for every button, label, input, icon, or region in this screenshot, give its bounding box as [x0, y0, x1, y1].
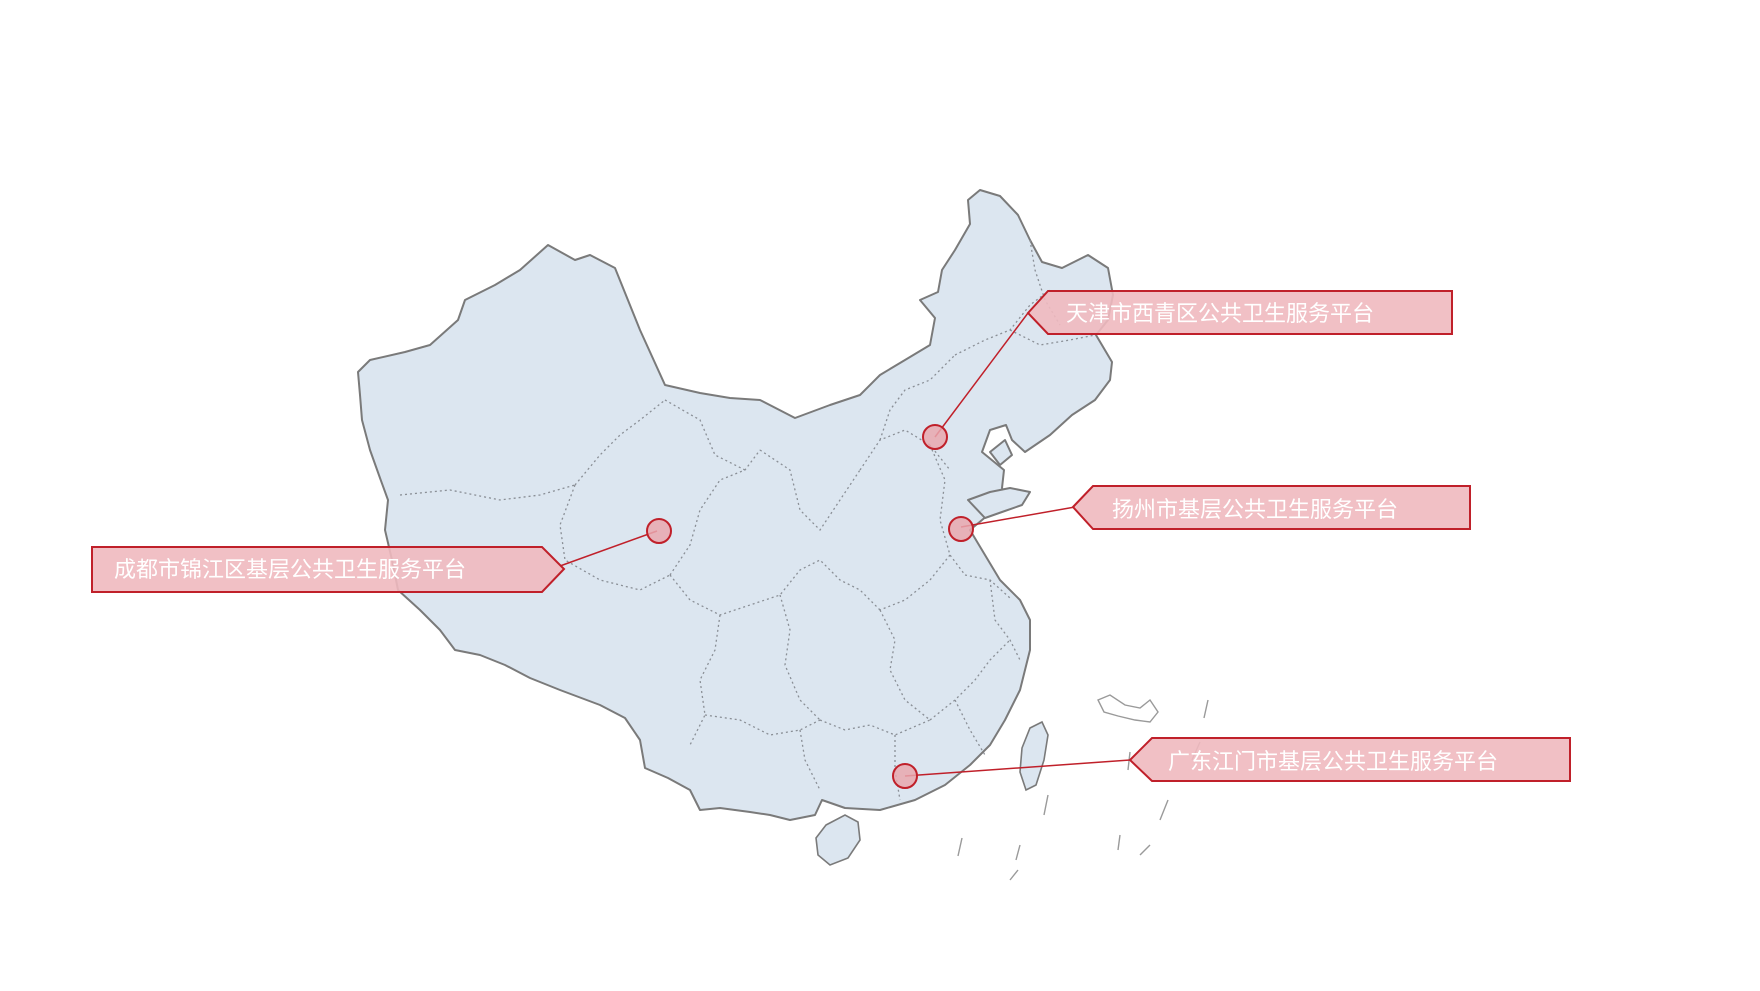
tianjin-label-tag[interactable]: 天津市西青区公共卫生服务平台	[1026, 290, 1453, 335]
liaodong-peninsula-shape	[989, 439, 1013, 466]
chengdu-leader-line	[559, 530, 658, 567]
sea-boundary-dash-3	[1127, 751, 1131, 771]
province-boundary	[799, 729, 821, 791]
mainland-china-shape	[357, 189, 1114, 821]
province-boundary	[1009, 329, 1096, 346]
province-boundary	[954, 699, 986, 756]
province-boundary	[664, 399, 746, 471]
yangzhou-label-tag[interactable]: 扬州市基层公共卫生服务平台	[1071, 485, 1471, 530]
tianjin-marker[interactable]	[922, 424, 948, 450]
province-boundary	[989, 579, 1021, 661]
province-boundary	[879, 354, 956, 441]
province-boundary	[669, 449, 761, 576]
sea-boundary-dash-10	[1009, 869, 1019, 881]
yangzhou-leader-line	[960, 506, 1076, 528]
province-boundary	[399, 484, 576, 501]
yangzhou-label: 扬州市基层公共卫生服务平台	[1112, 498, 1398, 523]
jiangmen-marker[interactable]	[892, 763, 918, 789]
province-boundary	[929, 639, 1011, 721]
jiangmen-label-tag[interactable]: 广东江门市基层公共卫生服务平台	[1128, 737, 1571, 782]
shandong-peninsula-shape	[967, 487, 1031, 519]
chengdu-marker[interactable]	[646, 518, 672, 544]
province-boundary	[779, 594, 821, 721]
yangzhou-marker[interactable]	[948, 516, 974, 542]
jiangmen-label: 广东江门市基层公共卫生服务平台	[1168, 750, 1498, 775]
province-boundary	[559, 484, 671, 591]
sea-boundary-dash-7	[1203, 699, 1209, 719]
hainan-island-shape	[815, 814, 861, 866]
province-boundary	[704, 714, 821, 736]
chengdu-label: 成都市锦江区基层公共卫生服务平台	[114, 558, 466, 583]
province-boundary	[879, 554, 951, 611]
sea-boundary-dash-1	[1043, 794, 1049, 816]
sea-boundary-dash-4	[1159, 799, 1169, 821]
sea-boundary-dash-2	[1015, 844, 1021, 861]
province-boundary	[929, 444, 966, 576]
province-boundary	[689, 614, 721, 746]
province-boundary	[779, 559, 881, 611]
jiangmen-leader-line	[904, 759, 1131, 777]
tianjin-leader-line	[934, 312, 1029, 438]
sea-boundary-dash-6	[1117, 834, 1121, 851]
sea-boundary-dash-5	[1139, 844, 1151, 856]
chengdu-label-tag[interactable]: 成都市锦江区基层公共卫生服务平台	[91, 546, 566, 593]
tianjin-label: 天津市西青区公共卫生服务平台	[1066, 302, 1374, 327]
province-boundary	[759, 449, 861, 532]
province-boundary	[574, 399, 666, 486]
taiwan-island-shape	[1019, 720, 1049, 792]
korea-outline	[1097, 694, 1159, 723]
sea-boundary-dash-9	[957, 837, 963, 857]
